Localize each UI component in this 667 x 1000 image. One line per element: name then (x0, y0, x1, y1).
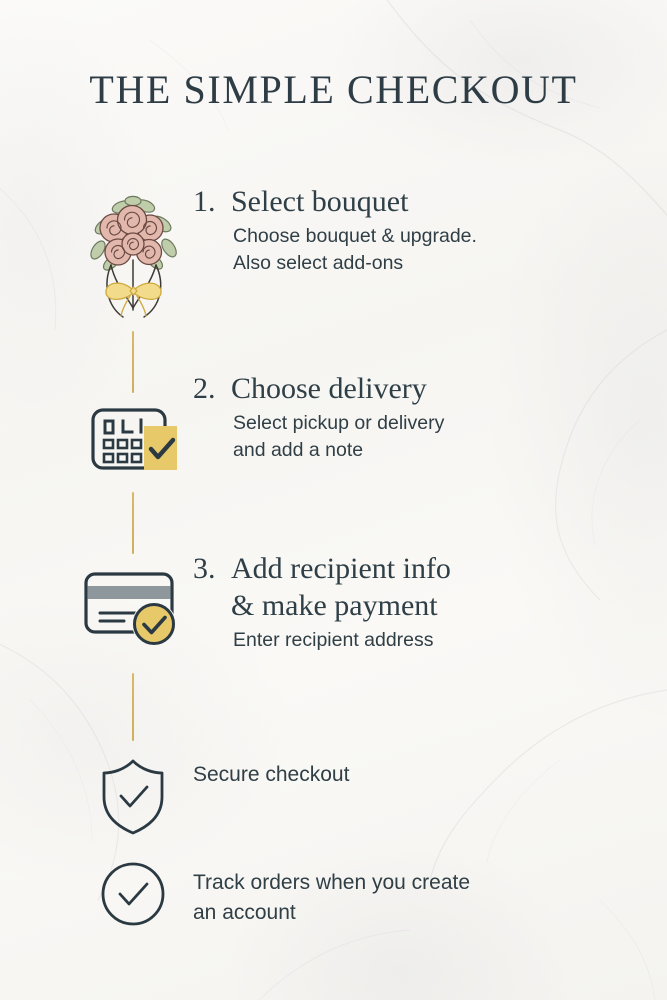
step-1-body-line-1: Choose bouquet & upgrade. (233, 225, 477, 247)
extra-2: Track orders when you create an account (193, 868, 653, 928)
extra-2-icon-wrap (73, 858, 193, 930)
shield-check-icon (102, 759, 164, 835)
connector-line-2 (132, 492, 134, 554)
step-1-heading: 1. Select bouquet (193, 183, 653, 220)
check-glyph (148, 437, 176, 460)
extra-1-line-1: Secure checkout (193, 763, 350, 786)
page-title: THE SIMPLE CHECKOUT (89, 67, 578, 112)
step-1-heading-text: Select bouquet (231, 185, 409, 218)
extra-1-icon-wrap (73, 755, 193, 837)
connector-line-1 (132, 331, 134, 393)
step-2-number: 2. (193, 372, 216, 405)
step-2-body-line-2: and add a note (233, 439, 364, 461)
step-3-body-line-1: Enter recipient address (233, 629, 434, 651)
step-2-icon-wrap (73, 400, 193, 480)
extra-2-line-1: Track orders when you create (193, 871, 471, 894)
check-glyph (119, 785, 149, 808)
step-1-body-line-2: Also select add-ons (233, 252, 404, 274)
step-2: 2. Choose delivery Select pickup or deliv… (193, 370, 653, 464)
calendar-check-icon (91, 408, 177, 470)
check-glyph (142, 615, 167, 635)
step-3-heading-line-2: & make payment (231, 589, 438, 622)
step-1: 1. Select bouquet Choose bouquet & upgrad… (193, 183, 653, 277)
credit-card-check-icon (84, 572, 176, 646)
step-1-icon-wrap (73, 188, 193, 324)
step-1-body: Choose bouquet & upgrade. Also select ad… (193, 220, 653, 277)
extra-1: Secure checkout (193, 760, 653, 790)
step-2-heading-text: Choose delivery (231, 372, 427, 405)
step-2-body: Select pickup or delivery and add a note (193, 407, 653, 464)
step-3-number: 3. (193, 552, 216, 585)
check-glyph (118, 882, 149, 906)
circle-check-icon (101, 862, 165, 926)
step-3-heading-line-1: Add recipient info (231, 552, 451, 585)
step-2-heading: 2. Choose delivery (193, 370, 653, 407)
step-3-body: Enter recipient address (193, 624, 653, 654)
connector-line-3 (132, 673, 134, 741)
step-1-number: 1. (193, 185, 216, 218)
step-2-body-line-1: Select pickup or delivery (233, 412, 445, 434)
step-3-icon-wrap (73, 562, 193, 658)
step-3-heading: 3. Add recipient info & make payment (193, 550, 653, 624)
bouquet-icon (90, 195, 177, 318)
step-3: 3. Add recipient info & make payment Ente… (193, 550, 653, 654)
extra-2-line-2: an account (193, 901, 296, 924)
